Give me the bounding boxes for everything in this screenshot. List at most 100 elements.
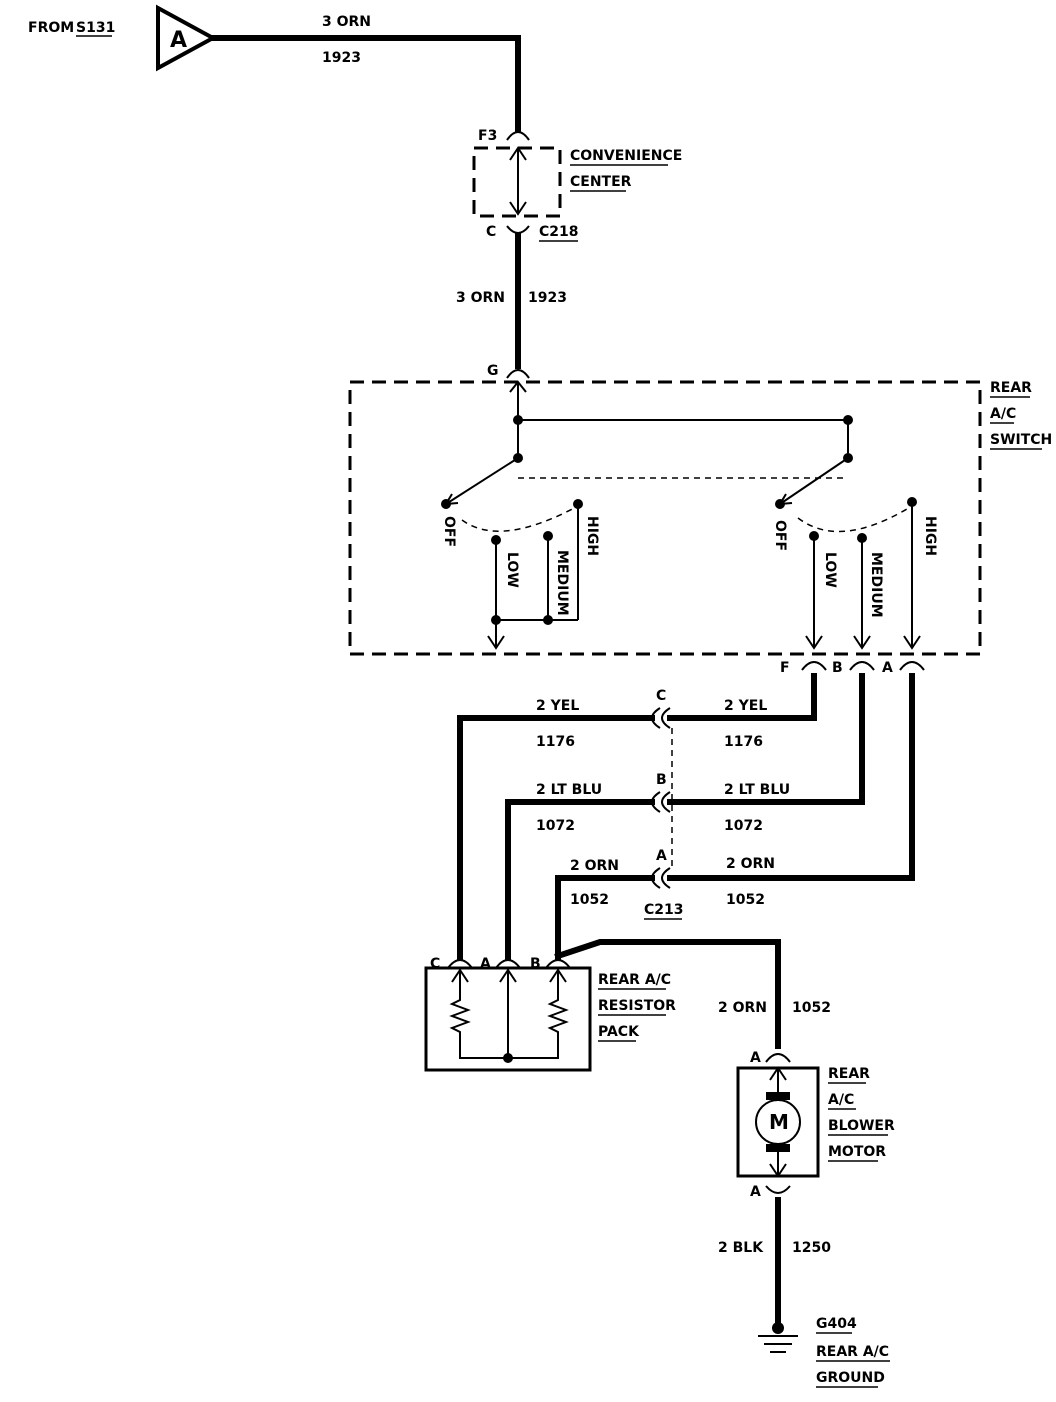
switch-name-1: REAR [990, 380, 1032, 396]
text: A/C [828, 1092, 854, 1108]
text: M [769, 1110, 789, 1134]
text: 1052 [726, 892, 765, 908]
circle [503, 1053, 513, 1063]
path [447, 959, 473, 969]
left-high-label: HIGH [584, 516, 600, 556]
right-low-label: LOW [822, 552, 838, 588]
text: 1176 [724, 734, 763, 750]
circle [772, 1322, 784, 1334]
convenience-center-name-2: CENTER [570, 174, 632, 190]
rear-ac-switch-box [348, 380, 982, 656]
yel-wire-left [457, 715, 655, 961]
c213-connector: C213 [644, 902, 684, 918]
switch-feed-gauge: 3 ORN [456, 290, 505, 306]
switch-feed-circuit: 1923 [528, 290, 567, 306]
source-connector-letter: A [170, 28, 187, 53]
resistor-pin-b: B [530, 956, 541, 972]
text: 1250 [792, 1240, 831, 1256]
convenience-center-box [472, 146, 562, 218]
circle [491, 615, 501, 625]
c218-pin: C [486, 224, 496, 240]
right-medium-label: MEDIUM [868, 552, 884, 618]
source-connector-triangle [156, 4, 218, 72]
c218-connector: C218 [539, 224, 579, 240]
switch-pin-b: B [832, 660, 843, 676]
left-low-label: LOW [504, 552, 520, 588]
path [545, 959, 571, 969]
resistor-pack-box [424, 966, 592, 1072]
right-wiper [779, 457, 849, 505]
text: 2 BLK [718, 1240, 764, 1256]
circle [775, 499, 785, 509]
switch-pin-a: A [882, 660, 893, 676]
text: 2 YEL [536, 698, 579, 714]
path [853, 635, 871, 650]
path [805, 635, 823, 650]
path [461, 505, 579, 532]
from-label: FROM [28, 20, 74, 36]
path [797, 505, 913, 533]
text: 2 LT BLU [724, 782, 790, 798]
text: REAR [828, 1066, 870, 1082]
path [765, 1185, 791, 1194]
path [903, 635, 921, 650]
splice-ref: S131 [76, 20, 115, 36]
text: PACK [598, 1024, 640, 1040]
ltblu-wire-right [667, 673, 865, 805]
switch-name-3: SWITCH [990, 432, 1052, 448]
path [769, 1163, 787, 1178]
feed-wire [210, 35, 521, 133]
text: BLOWER [828, 1118, 895, 1134]
circle [513, 415, 523, 425]
orn-wire-right [667, 673, 915, 881]
ltblu-wire-left [505, 799, 655, 961]
text: A [750, 1184, 761, 1200]
text: 1052 [570, 892, 609, 908]
left-off-label: OFF [441, 516, 457, 547]
fuse-arrow-up [509, 146, 527, 161]
text: 2 ORN [570, 858, 619, 874]
switch-name-2: A/C [990, 406, 1016, 422]
convenience-center-name-1: CONVENIENCE [570, 148, 682, 164]
text: 1072 [536, 818, 575, 834]
right-off-label: OFF [772, 520, 788, 551]
switch-pin-f: F [780, 660, 790, 676]
path [495, 959, 521, 969]
path [765, 1053, 791, 1063]
text: 2 ORN [726, 856, 775, 872]
path [801, 661, 827, 671]
resistor-pin-c: C [430, 956, 440, 972]
text: MOTOR [828, 1144, 886, 1160]
yel-wire-right [667, 673, 817, 721]
text: C [656, 688, 666, 704]
text: 2 ORN [718, 1000, 767, 1016]
fuse-arrow-down [509, 201, 527, 216]
path [487, 635, 505, 650]
text: 2 YEL [724, 698, 767, 714]
text: GROUND [816, 1370, 885, 1386]
fuse-terminal-top [506, 131, 530, 141]
text: 2 LT BLU [536, 782, 602, 798]
circle [543, 615, 553, 625]
right-high-label: HIGH [922, 516, 938, 556]
resistor-pin-a: A [480, 956, 491, 972]
text: A [750, 1050, 761, 1066]
switch-input-terminal [506, 369, 530, 379]
circle [843, 415, 853, 425]
left-wiper [445, 457, 519, 505]
text: A [656, 848, 667, 864]
path [849, 661, 875, 671]
motor-feed-wire [554, 939, 781, 1049]
rect [766, 1092, 790, 1100]
path [899, 661, 925, 671]
text: RESISTOR [598, 998, 676, 1014]
text: 1072 [724, 818, 763, 834]
text: G404 [816, 1316, 857, 1332]
c218-terminal [506, 225, 530, 234]
switch-input-pin: G [487, 363, 499, 379]
text: 1052 [792, 1000, 831, 1016]
circle [441, 499, 451, 509]
fuse-label: F3 [478, 128, 497, 144]
text: REAR A/C [598, 972, 671, 988]
